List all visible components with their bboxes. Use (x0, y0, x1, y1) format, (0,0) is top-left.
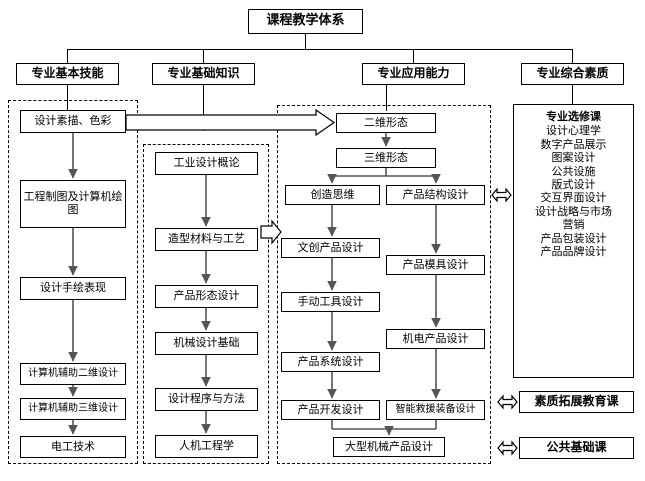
pillar-label-application: 专业应用能力 (377, 66, 450, 81)
pillar-label-quality: 专业综合素质 (536, 66, 609, 81)
course-label: 三维形态 (364, 150, 408, 164)
drop-into-col1 (67, 85, 68, 110)
course-label: 计算机辅助二维设计 (28, 368, 118, 380)
pillar-label-skills: 专业基本技能 (31, 66, 104, 81)
course-box-engineering-drawing[interactable]: 工程制图及计算机绘图 (20, 180, 126, 228)
course-label: 产品结构设计 (402, 187, 469, 201)
course-label: 人机工程学 (179, 439, 234, 453)
course-box-cad-2d[interactable]: 计算机辅助二维设计 (20, 363, 126, 385)
course-label: 素质拓展教育课 (534, 394, 619, 409)
course-box-electromechanical-product-design[interactable]: 机电产品设计 (386, 329, 485, 349)
structure-to-elective-link (491, 187, 512, 203)
course-label: 创造思维 (310, 187, 355, 201)
course-box-hand-tool-design[interactable]: 手动工具设计 (281, 292, 380, 312)
course-box-3d-form[interactable]: 三维形态 (336, 148, 436, 168)
pillar-label-knowledge: 专业基础知识 (167, 66, 240, 81)
course-label: 手动工具设计 (297, 294, 364, 308)
course-box-ergonomics[interactable]: 人机工程学 (155, 435, 258, 458)
course-box-design-sketch-color[interactable]: 设计素描、色彩 (20, 110, 126, 133)
course-box-public-foundation[interactable]: 公共基础课 (519, 437, 634, 459)
course-box-large-machinery-product-design[interactable]: 大型机械产品设计 (333, 437, 445, 457)
course-label: 工程制图及计算机绘图 (23, 190, 123, 216)
elective-course-item: 数字产品展示 (540, 137, 607, 151)
course-box-industrial-design-intro[interactable]: 工业设计概论 (155, 152, 258, 175)
course-box-design-procedure-method[interactable]: 设计程序与方法 (155, 388, 258, 411)
course-label: 产品形态设计 (173, 289, 240, 303)
course-label: 智能救援装备设计 (395, 404, 476, 416)
course-box-product-system-design[interactable]: 产品系统设计 (281, 352, 380, 372)
course-box-quality-development-education[interactable]: 素质拓展教育课 (519, 391, 634, 413)
course-label: 公共基础课 (546, 440, 607, 455)
group-container-skills (8, 100, 138, 464)
course-label: 产品系统设计 (297, 354, 364, 368)
course-box-creative-thinking[interactable]: 创造思维 (285, 185, 380, 205)
course-box-product-form-design[interactable]: 产品形态设计 (155, 285, 258, 308)
drop-into-col3 (386, 85, 387, 111)
course-label: 大型机械产品设计 (345, 439, 433, 453)
page-title: 课程教学体系 (266, 13, 345, 29)
elective-course-item: 设计心理学 (546, 124, 601, 138)
course-label: 机电产品设计 (402, 331, 469, 345)
pillar-header-skills: 专业基本技能 (16, 63, 119, 85)
course-label: 设计素描、色彩 (34, 114, 112, 128)
course-label: 机械设计基础 (173, 336, 240, 350)
course-box-cultural-product-design[interactable]: 文创产品设计 (281, 238, 380, 258)
elective-course-item: 图案设计 (551, 151, 596, 165)
course-box-hand-drawing[interactable]: 设计手绘表现 (20, 277, 126, 300)
title-down-line (305, 34, 306, 49)
pillar-header-quality: 专业综合素质 (521, 63, 624, 85)
elective-course-item: 设计战略与市场 (535, 204, 612, 218)
course-label: 产品模具设计 (402, 257, 469, 271)
course-box-electrical-tech[interactable]: 电工技术 (20, 436, 126, 458)
elective-course-item: 版式设计 (551, 178, 596, 192)
course-box-modeling-materials[interactable]: 造型材料与工艺 (155, 228, 258, 251)
course-box-mechanical-design-basics[interactable]: 机械设计基础 (155, 332, 258, 355)
machinery-to-public-link (497, 440, 518, 456)
elective-course-item: 营销 (562, 218, 585, 232)
elective-course-panel[interactable]: 专业选修课 设计心理学 数字产品展示 图案设计 公共设施 版式设计 交互界面设计… (513, 104, 634, 378)
course-box-product-development-design[interactable]: 产品开发设计 (281, 400, 380, 420)
elective-panel-title: 专业选修课 (546, 110, 601, 123)
course-label: 二维形态 (364, 115, 408, 129)
pillar-drop-1 (67, 49, 68, 63)
course-box-smart-rescue-equipment-design[interactable]: 智能救援装备设计 (386, 400, 485, 420)
course-label: 设计手绘表现 (40, 281, 106, 295)
course-box-product-structure-design[interactable]: 产品结构设计 (386, 185, 485, 205)
elective-course-item: 产品包装设计 (540, 231, 607, 245)
pillar-bus-line (67, 49, 572, 50)
course-label: 设计程序与方法 (168, 392, 245, 406)
pillar-drop-3 (413, 49, 414, 63)
elective-course-item: 产品品牌设计 (540, 245, 607, 259)
course-box-product-mold-design[interactable]: 产品模具设计 (386, 255, 485, 275)
pillar-drop-2 (203, 49, 204, 63)
elective-course-item: 交互界面设计 (540, 191, 607, 205)
drop-into-col2 (203, 85, 204, 131)
pillar-drop-4 (572, 49, 573, 63)
course-label: 工业设计概论 (173, 156, 240, 170)
course-box-cad-3d[interactable]: 计算机辅助三维设计 (20, 398, 126, 420)
rescue-to-quality-link (497, 394, 518, 410)
course-label: 计算机辅助三维设计 (28, 403, 118, 415)
course-label: 产品开发设计 (297, 402, 364, 416)
pillar-header-application: 专业应用能力 (362, 63, 465, 85)
course-box-2d-form[interactable]: 二维形态 (336, 113, 436, 133)
course-label: 造型材料与工艺 (168, 232, 245, 246)
pillar-header-knowledge: 专业基础知识 (152, 63, 255, 85)
course-label: 文创产品设计 (297, 240, 364, 254)
course-label: 电工技术 (51, 439, 95, 453)
diagram-title-box: 课程教学体系 (248, 9, 363, 34)
elective-course-item: 公共设施 (551, 164, 596, 178)
group-container-knowledge (143, 144, 269, 464)
group-container-application (277, 105, 491, 464)
drop-into-col4 (572, 85, 573, 104)
